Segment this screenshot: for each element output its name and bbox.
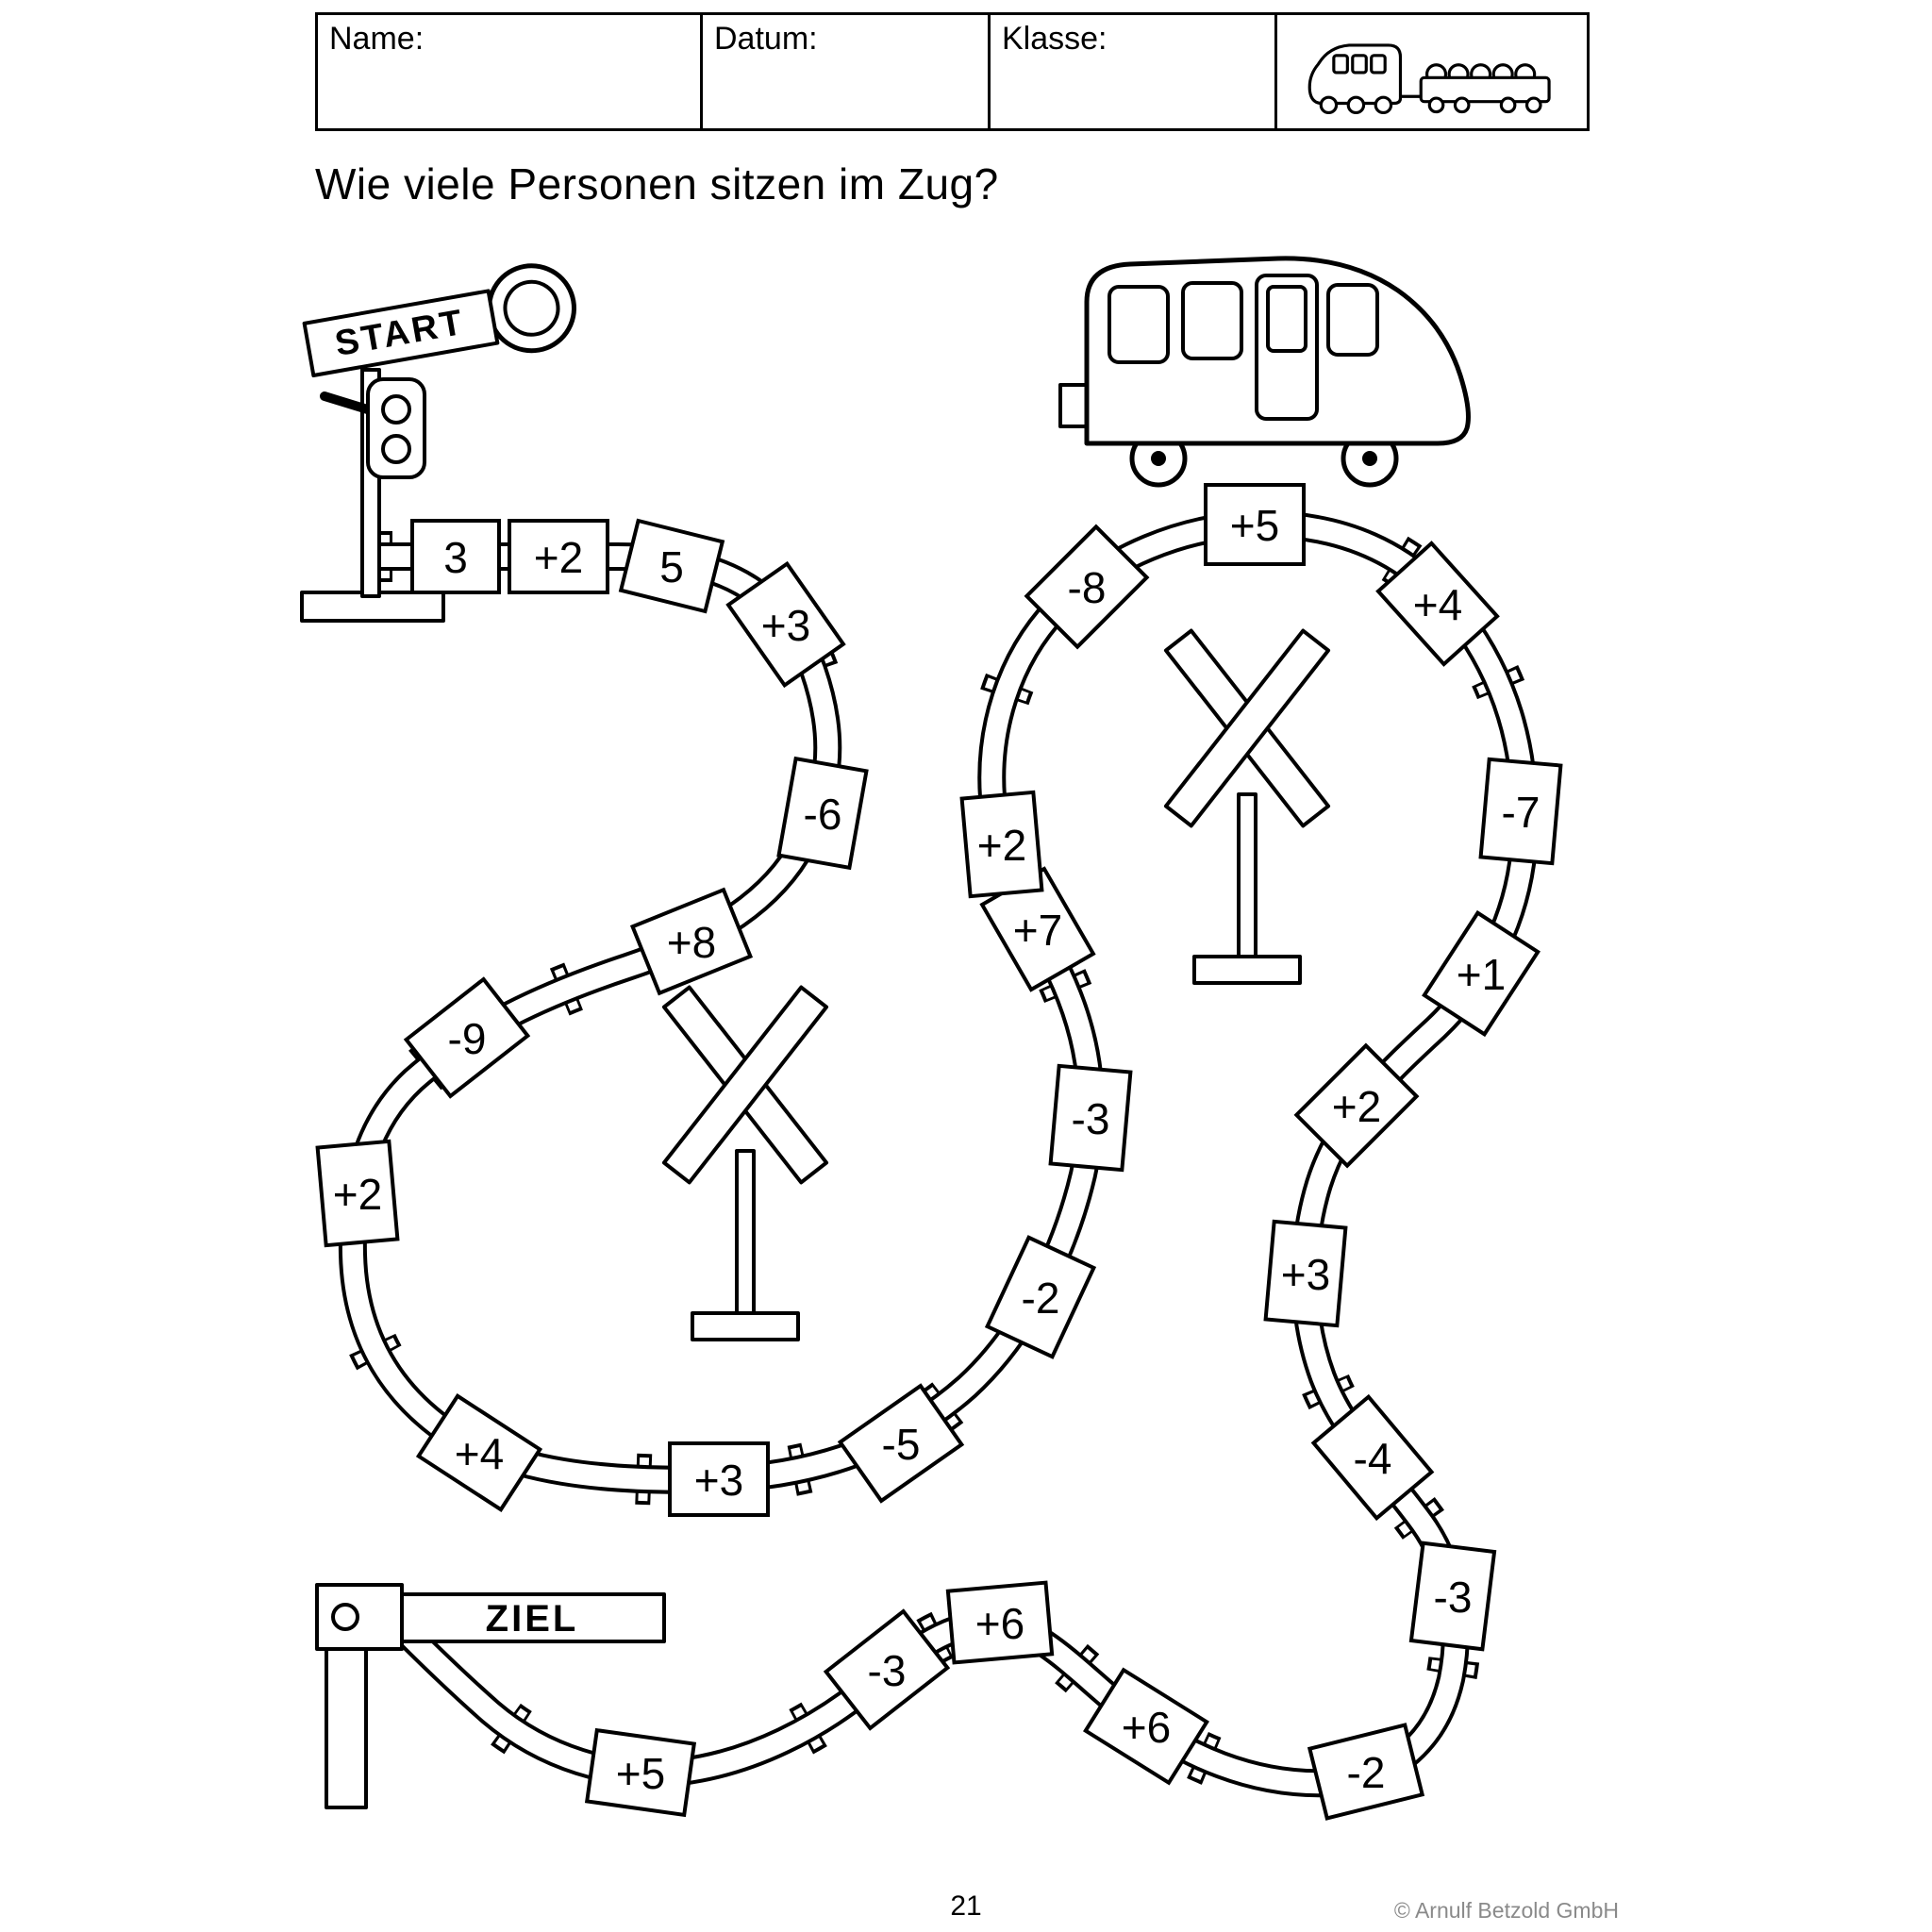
svg-text:-5: -5 (882, 1420, 921, 1469)
train-window (1108, 285, 1170, 364)
track-operation: +5 (1204, 483, 1306, 566)
svg-text:+6: +6 (975, 1599, 1024, 1648)
svg-text:-6: -6 (804, 790, 842, 839)
track-operation: 5 (618, 518, 725, 614)
svg-text:-3: -3 (1434, 1573, 1473, 1622)
svg-text:+4: +4 (455, 1429, 504, 1478)
worksheet-title: Wie viele Personen sitzen im Zug? (315, 159, 999, 208)
train-icon (1058, 256, 1471, 488)
name-field[interactable]: Name: (318, 15, 703, 128)
track-operation: +2 (508, 519, 609, 594)
svg-text:+2: +2 (977, 821, 1026, 870)
svg-text:+7: +7 (1013, 906, 1062, 955)
svg-text:-7: -7 (1502, 788, 1541, 837)
track-operation: +6 (1083, 1667, 1209, 1786)
track-operation: +4 (415, 1393, 543, 1512)
track-operation: -6 (776, 756, 869, 871)
track-operation: +3 (1263, 1219, 1348, 1328)
header-train-cell (1277, 15, 1587, 128)
train-with-wagon-icon (1307, 43, 1551, 115)
page-number: 21 (950, 1890, 982, 1922)
train-door-window (1266, 285, 1307, 353)
track-operation: -4 (1310, 1393, 1435, 1522)
svg-text:+2: +2 (1332, 1082, 1381, 1131)
railroad-crossing-icon (1163, 628, 1331, 985)
ziel-barrier-icon: ZIEL (315, 1583, 666, 1809)
track-operation: 3 (410, 519, 501, 594)
track-operation: -8 (1024, 524, 1150, 650)
track-operation: +2 (1293, 1042, 1420, 1169)
svg-text:5: 5 (659, 542, 684, 591)
train-window (1326, 283, 1379, 357)
ziel-label: ZIEL (486, 1598, 579, 1640)
svg-text:+5: +5 (616, 1749, 665, 1798)
svg-text:-3: -3 (868, 1646, 907, 1695)
svg-text:+6: +6 (1122, 1703, 1171, 1752)
date-field[interactable]: Datum: (703, 15, 991, 128)
track-operation: +7 (979, 866, 1096, 992)
svg-text:-4: -4 (1354, 1434, 1392, 1483)
svg-text:+5: +5 (1230, 501, 1279, 550)
class-label: Klasse: (1002, 21, 1108, 57)
track-operation: +4 (1375, 541, 1500, 667)
svg-text:-2: -2 (1347, 1748, 1386, 1797)
svg-text:+3: +3 (761, 601, 810, 650)
copyright: © Arnulf Betzold GmbH (1393, 1898, 1619, 1923)
track-operation: +3 (725, 560, 846, 689)
track-operation: +6 (945, 1580, 1055, 1665)
header-box: Name: Datum: Klasse: (315, 12, 1590, 131)
svg-text:-8: -8 (1068, 563, 1107, 612)
svg-text:+3: +3 (694, 1456, 743, 1505)
track-operation: -9 (403, 976, 531, 1099)
svg-text:+4: +4 (1413, 580, 1462, 629)
date-label: Datum: (714, 21, 818, 57)
class-field[interactable]: Klasse: (991, 15, 1277, 128)
svg-text:+3: +3 (1281, 1250, 1330, 1299)
svg-text:-3: -3 (1072, 1094, 1110, 1143)
svg-text:+8: +8 (667, 918, 716, 967)
svg-text:-9: -9 (448, 1014, 487, 1063)
svg-text:+1: +1 (1457, 950, 1506, 999)
track-operation: -3 (1408, 1541, 1497, 1652)
track-operation: -2 (984, 1235, 1097, 1359)
track-operation: +8 (629, 887, 754, 996)
track-operation: -7 (1478, 757, 1563, 866)
start-signal-icon: START (300, 263, 576, 623)
track-operation: +1 (1422, 909, 1541, 1038)
track-operation: +2 (315, 1139, 400, 1248)
train-window (1181, 281, 1243, 360)
svg-text:3: 3 (443, 533, 468, 582)
railroad-crossing-icon (661, 985, 829, 1341)
track-operation: +5 (584, 1727, 697, 1818)
track-operation: -2 (1307, 1723, 1425, 1821)
track-operation: +3 (668, 1441, 770, 1517)
track-operation: -5 (837, 1383, 965, 1504)
svg-text:+2: +2 (534, 533, 583, 582)
track-operation: +2 (959, 790, 1044, 899)
track-operation: -3 (1048, 1063, 1133, 1173)
svg-text:+2: +2 (333, 1170, 382, 1219)
name-label: Name: (329, 21, 425, 57)
svg-text:-2: -2 (1022, 1274, 1060, 1323)
track-operation: -3 (823, 1608, 951, 1731)
operation-boxes: 3 +2 5 +3 -6 +8 (315, 483, 1563, 1821)
